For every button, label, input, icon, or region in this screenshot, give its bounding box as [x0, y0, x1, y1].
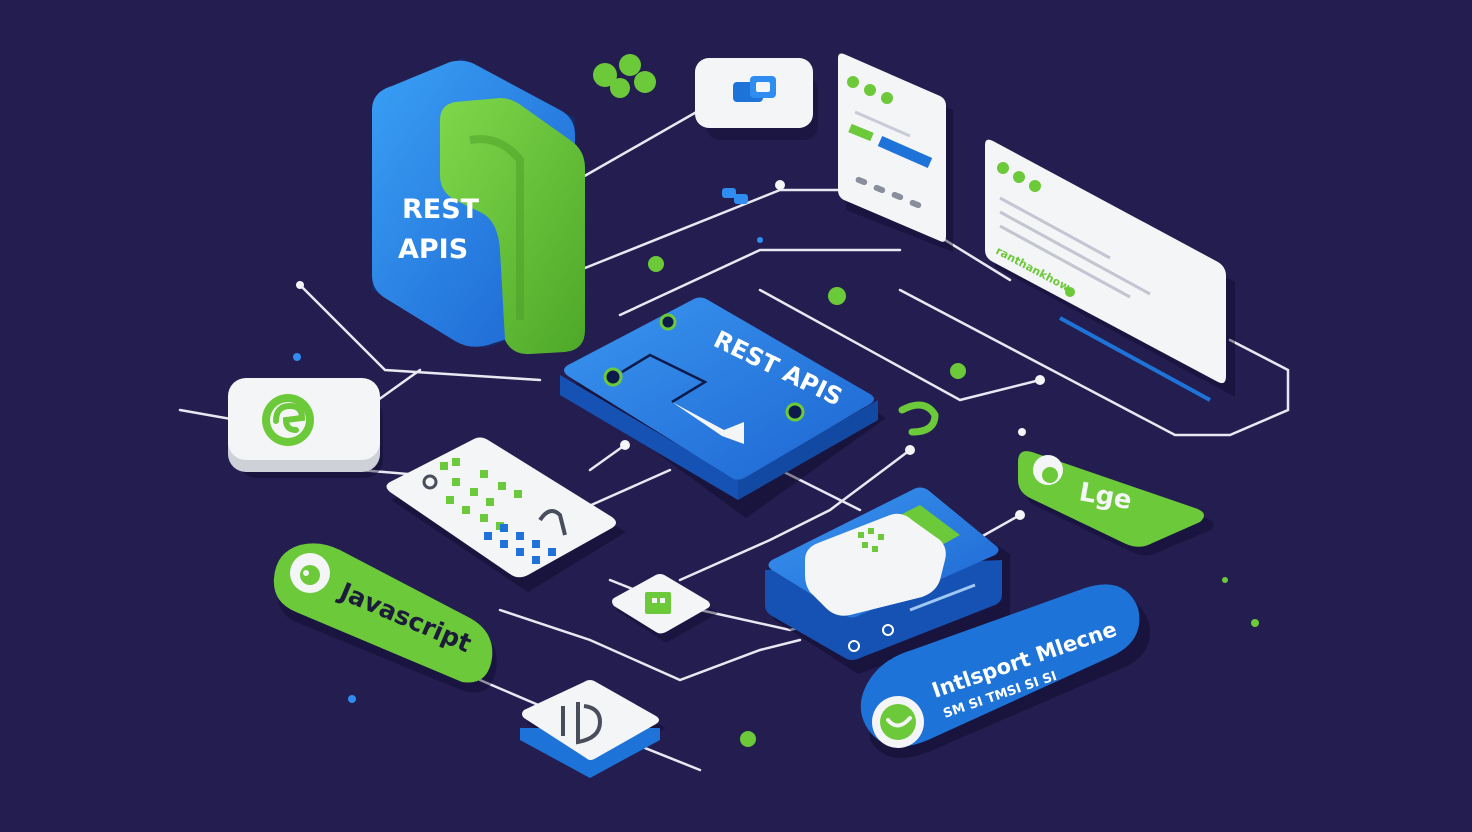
grid-card — [386, 437, 626, 592]
server-block — [765, 487, 1010, 674]
decorative-dots — [648, 256, 1259, 747]
id-icon — [561, 702, 603, 745]
javascript-pill: Javascript — [273, 543, 497, 693]
small-card-blue — [695, 58, 818, 140]
decorative-blue-dots — [293, 237, 763, 703]
smile-icon — [872, 696, 924, 748]
browser-window-small — [838, 53, 953, 252]
id-tile — [520, 680, 666, 778]
green-crescent-icon — [898, 401, 939, 436]
small-tile-green — [612, 574, 718, 643]
browser-window-large: ranthankhow — [985, 139, 1235, 402]
link-icon — [722, 188, 748, 204]
phone-icon — [1033, 455, 1063, 485]
puzzle-icon — [593, 54, 656, 98]
e-logo-card — [228, 378, 383, 478]
rest-apis-folder: REST APIS — [372, 58, 585, 355]
window-dots-large — [997, 162, 1041, 192]
folder-label-line2: APIS — [398, 234, 468, 265]
window-dots — [847, 76, 893, 104]
grid-icon-blue — [484, 524, 556, 564]
folder-label-line1: REST — [402, 194, 480, 225]
e-logo-icon — [262, 394, 314, 446]
rest-apis-hub: REST APIS — [560, 297, 886, 518]
green-tag: Lge — [1018, 451, 1214, 556]
arrow-icon — [538, 509, 567, 536]
javascript-logo-icon — [290, 553, 330, 593]
chip-icon — [858, 528, 884, 552]
blue-info-pill: Intlsport Mlecne SM SI TMSI SI SI — [860, 584, 1150, 758]
blue-window-icon — [733, 76, 776, 102]
